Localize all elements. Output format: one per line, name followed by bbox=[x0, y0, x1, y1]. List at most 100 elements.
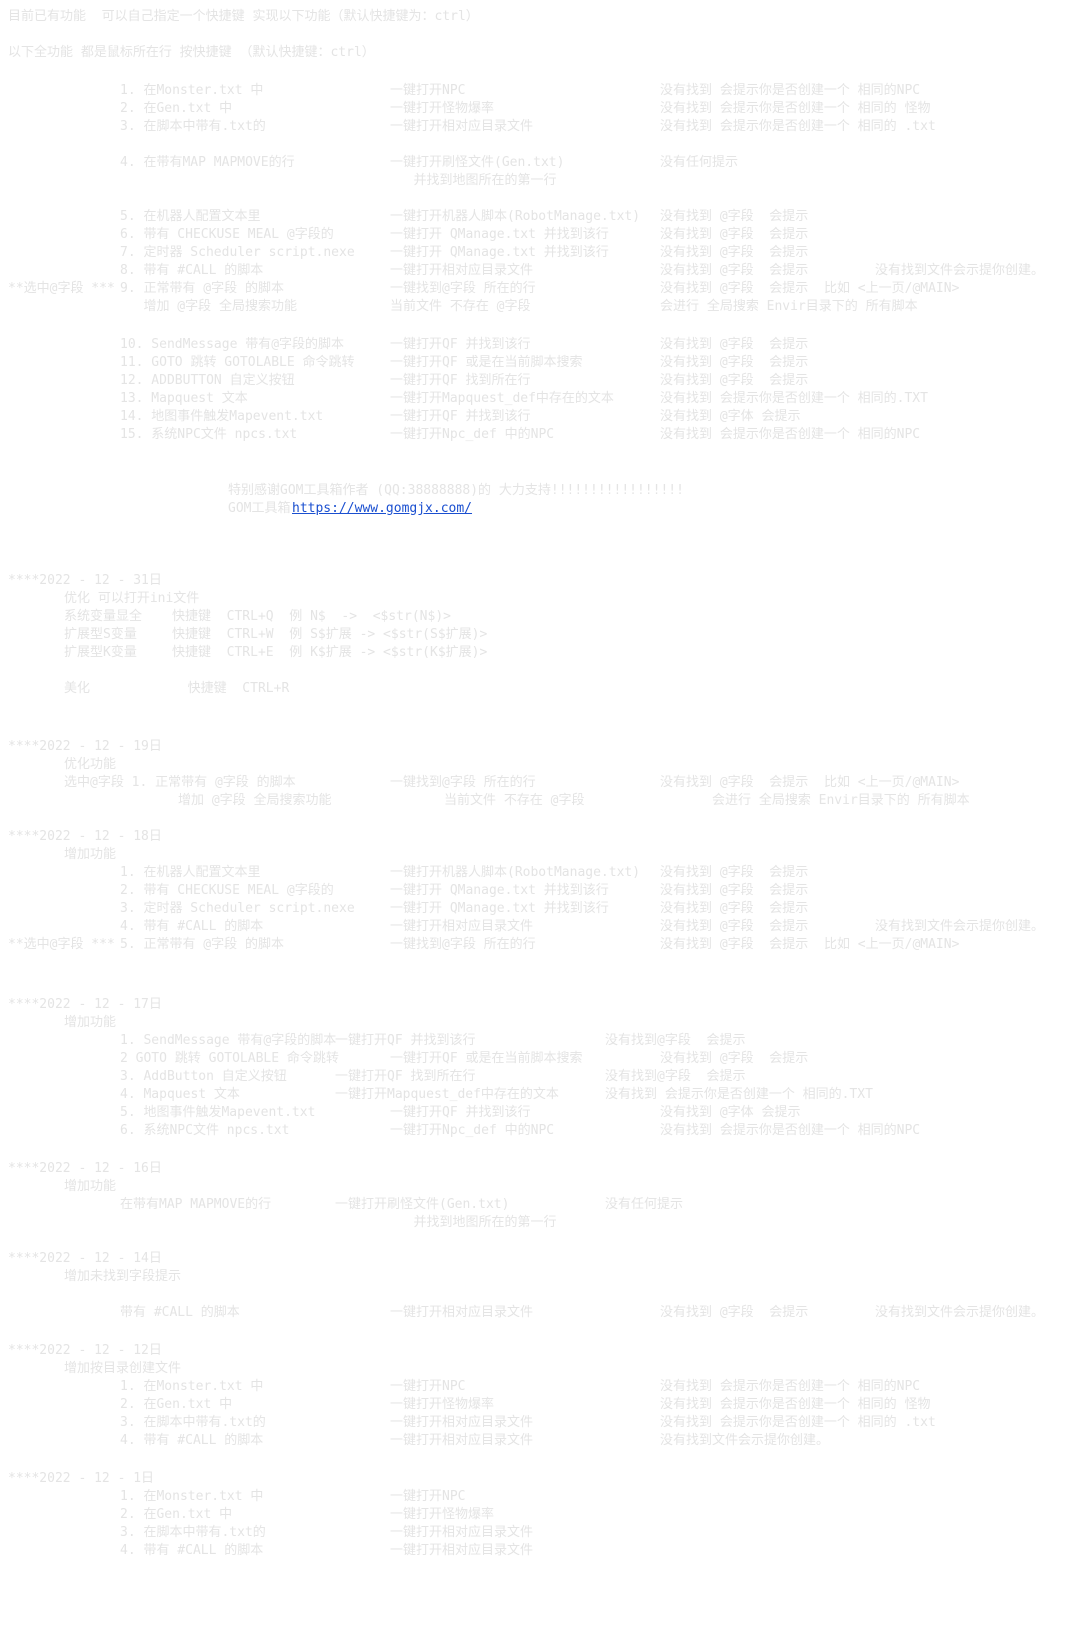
feature-trigger: 1. 在Monster.txt 中 bbox=[120, 1489, 264, 1504]
feature-action: 一键打开相对应目录文件 bbox=[390, 119, 534, 134]
changelog-heading: 增加功能 bbox=[64, 1179, 117, 1194]
feature-fallback: 没有找到 @字段 会提示 bbox=[660, 901, 809, 916]
thanks-link[interactable]: https://www.gomgjx.com/ bbox=[292, 501, 473, 516]
feature-trigger: 4. 带有 #CALL 的脚本 bbox=[120, 1433, 264, 1448]
feature-fallback: 会进行 全局搜索 Envir目录下的 所有脚本 bbox=[712, 793, 970, 808]
feature-trigger: 2. 在Gen.txt 中 bbox=[120, 1397, 233, 1412]
feature-fallback: 没有找到 @字段 会提示 比如 <上一页/@MAIN> bbox=[660, 775, 960, 790]
changelog-date: ****2022 - 12 - 16日 bbox=[8, 1161, 162, 1176]
feature-trigger: 在带有MAP MAPMOVE的行 bbox=[120, 1197, 272, 1212]
feature-trigger: 3. 在脚本中带有.txt的 bbox=[120, 119, 266, 134]
feature-trigger: 13. Mapquest 文本 bbox=[120, 391, 248, 406]
feature-trigger: 带有 #CALL 的脚本 bbox=[120, 1305, 240, 1320]
feature-trigger: 3. AddButton 自定义按钮 bbox=[120, 1069, 287, 1084]
feature-action: 一键打开Npc_def 中的NPC bbox=[390, 427, 555, 442]
feature-action: 一键打开NPC bbox=[390, 1489, 466, 1504]
feature-trigger: 4. 在带有MAP MAPMOVE的行 bbox=[120, 155, 295, 170]
feature-fallback: 没有找到 @字段 会提示 bbox=[660, 337, 809, 352]
feature-action: 并找到地图所在的第一行 bbox=[390, 1215, 557, 1230]
feature-trigger: 增加 @字段 全局搜索功能 bbox=[120, 299, 297, 314]
feature-fallback: 没有找到 会提示你是否创建一个 相同的NPC bbox=[660, 83, 921, 98]
feature-action: 一键找到@字段 所在的行 bbox=[390, 281, 536, 296]
feature-action: 一键打开QF 或是在当前脚本搜索 bbox=[390, 1051, 583, 1066]
feature-fallback: 没有找到@字段 会提示 bbox=[605, 1069, 746, 1084]
feature-trigger: 1. 在Monster.txt 中 bbox=[120, 1379, 264, 1394]
feature-trigger: 选中@字段 1. 正常带有 @字段 的脚本 bbox=[64, 775, 296, 790]
feature-fallback: 没有找到 @字段 会提示 bbox=[660, 355, 809, 370]
feature-trigger: 12. ADDBUTTON 自定义按钮 bbox=[120, 373, 295, 388]
feature-action: 一键打开怪物爆率 bbox=[390, 1507, 495, 1522]
feature-fallback: 没有找到 @字段 会提示 bbox=[660, 919, 809, 934]
feature-trigger: 5. 正常带有 @字段 的脚本 bbox=[120, 937, 284, 952]
feature-note: 没有找到文件会示提你创建。 bbox=[875, 263, 1045, 278]
shortcut-name: 扩展型S变量 bbox=[64, 627, 137, 642]
feature-trigger: 11. GOTO 跳转 GOTOLABLE 命令跳转 bbox=[120, 355, 355, 370]
shortcut-detail: 快捷键 CTRL+W 例 S$扩展 -> <$str(S$扩展)> bbox=[172, 627, 488, 642]
feature-action: 一键打开 QManage.txt 并找到该行 bbox=[390, 901, 609, 916]
feature-action: 一键打开相对应目录文件 bbox=[390, 1433, 534, 1448]
shortcut-name: 扩展型K变量 bbox=[64, 645, 137, 660]
feature-action: 一键打开Npc_def 中的NPC bbox=[390, 1123, 555, 1138]
feature-fallback: 会进行 全局搜索 Envir目录下的 所有脚本 bbox=[660, 299, 918, 314]
feature-lead: **选中@字段 *** bbox=[8, 281, 115, 296]
feature-note: 没有找到文件会示提你创建。 bbox=[875, 919, 1045, 934]
shortcut-detail: 快捷键 CTRL+E 例 K$扩展 -> <$str(K$扩展)> bbox=[172, 645, 488, 660]
feature-fallback: 没有找到 @字段 会提示 bbox=[660, 245, 809, 260]
feature-fallback: 没有找到 @字段 会提示 比如 <上一页/@MAIN> bbox=[660, 937, 960, 952]
feature-action: 一键找到@字段 所在的行 bbox=[390, 937, 536, 952]
changelog-heading: 增加功能 bbox=[64, 847, 117, 862]
feature-fallback: 没有找到 会提示你是否创建一个 相同的.TXT bbox=[660, 391, 928, 406]
feature-fallback: 没有找到文件会示提你创建。 bbox=[660, 1433, 830, 1448]
feature-trigger: 3. 在脚本中带有.txt的 bbox=[120, 1415, 266, 1430]
feature-fallback: 没有找到 会提示你是否创建一个 相同的NPC bbox=[660, 1379, 921, 1394]
feature-action: 一键打开NPC bbox=[390, 83, 466, 98]
feature-fallback: 没有找到 @字段 会提示 bbox=[660, 865, 809, 880]
feature-fallback: 没有找到 @字段 会提示 bbox=[660, 883, 809, 898]
feature-action: 一键打开相对应目录文件 bbox=[390, 1543, 534, 1558]
feature-action: 一键打开相对应目录文件 bbox=[390, 1305, 534, 1320]
header-line-1: 目前已有功能 可以自己指定一个快捷键 实现以下功能（默认快捷键为：ctrl） bbox=[8, 9, 479, 24]
feature-action: 一键打开Mapquest_def中存在的文本 bbox=[390, 391, 614, 406]
feature-fallback: 没有找到 会提示你是否创建一个 相同的NPC bbox=[660, 1123, 921, 1138]
feature-lead: **选中@字段 *** bbox=[8, 937, 115, 952]
changelog-heading: 增加未找到字段提示 bbox=[64, 1269, 182, 1284]
changelog-heading: 优化功能 bbox=[64, 757, 117, 772]
feature-action: 当前文件 不存在 @字段 bbox=[390, 299, 531, 314]
feature-action: 一键打开机器人脚本(RobotManage.txt) bbox=[390, 209, 641, 224]
changelog-date: ****2022 - 12 - 19日 bbox=[8, 739, 162, 754]
feature-action: 一键打开NPC bbox=[390, 1379, 466, 1394]
feature-action: 一键打开怪物爆率 bbox=[390, 101, 495, 116]
feature-trigger: 3. 在脚本中带有.txt的 bbox=[120, 1525, 266, 1540]
thanks-prefix: GOM工具箱: bbox=[228, 501, 307, 516]
feature-action: 并找到地图所在的第一行 bbox=[390, 173, 557, 188]
feature-action: 一键打开刷怪文件(Gen.txt) bbox=[335, 1197, 510, 1212]
feature-trigger: 3. 定时器 Scheduler script.nexe bbox=[120, 901, 355, 916]
feature-trigger: 15. 系统NPC文件 npcs.txt bbox=[120, 427, 298, 442]
feature-action: 一键打开相对应目录文件 bbox=[390, 1525, 534, 1540]
feature-action: 一键打开QF 或是在当前脚本搜索 bbox=[390, 355, 583, 370]
changelog-heading: 优化 可以打开ini文件 bbox=[64, 591, 200, 606]
shortcut-detail: 快捷键 CTRL+R bbox=[172, 681, 290, 696]
shortcut-detail: 快捷键 CTRL+Q 例 N$ -> <$str(N$)> bbox=[172, 609, 451, 624]
changelog-heading: 增加功能 bbox=[64, 1015, 117, 1030]
feature-fallback: 没有找到 @字体 会提示 bbox=[660, 1105, 801, 1120]
feature-fallback: 没有找到 @字段 会提示 比如 <上一页/@MAIN> bbox=[660, 281, 960, 296]
shortcut-name: 美化 bbox=[64, 681, 91, 696]
feature-fallback: 没有找到 会提示你是否创建一个 相同的NPC bbox=[660, 427, 921, 442]
feature-action: 一键打开QF 并找到该行 bbox=[390, 337, 531, 352]
changelog-heading: 增加按目录创建文件 bbox=[64, 1361, 182, 1376]
feature-fallback: 没有找到 会提示你是否创建一个 相同的 .txt bbox=[660, 1415, 936, 1430]
feature-trigger: 2. 带有 CHECKUSE MEAL @字段的 bbox=[120, 883, 334, 898]
feature-fallback: 没有找到 会提示你是否创建一个 相同的 怪物 bbox=[660, 1397, 931, 1412]
feature-fallback: 没有任何提示 bbox=[660, 155, 739, 170]
feature-trigger: 14. 地图事件触发Mapevent.txt bbox=[120, 409, 324, 424]
feature-trigger: 4. Mapquest 文本 bbox=[120, 1087, 240, 1102]
feature-action: 一键找到@字段 所在的行 bbox=[390, 775, 536, 790]
feature-fallback: 没有找到@字段 会提示 bbox=[605, 1033, 746, 1048]
feature-fallback: 没有找到 会提示你是否创建一个 相同的 怪物 bbox=[660, 101, 931, 116]
feature-action: 一键打开刷怪文件(Gen.txt) bbox=[390, 155, 565, 170]
feature-action: 一键打开相对应目录文件 bbox=[390, 1415, 534, 1430]
feature-trigger: 1. SendMessage 带有@字段的脚本 bbox=[120, 1033, 337, 1048]
feature-fallback: 没有找到 @字段 会提示 bbox=[660, 1051, 809, 1066]
feature-trigger: 4. 带有 #CALL 的脚本 bbox=[120, 1543, 264, 1558]
